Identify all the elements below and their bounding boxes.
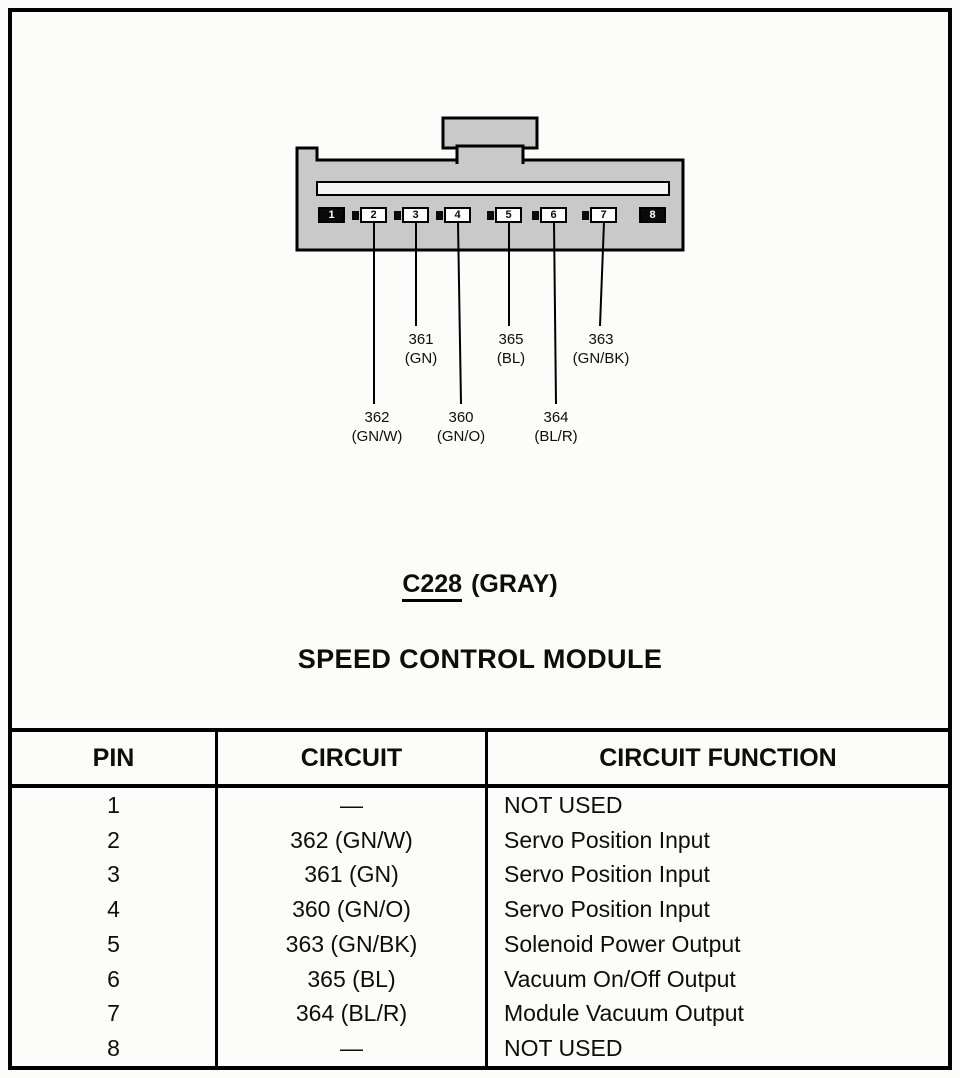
connector-slot — [316, 181, 670, 196]
connector-pin-5: 5 — [487, 207, 522, 223]
connector-pin-1: 1 — [318, 207, 345, 223]
page-border — [8, 8, 952, 1070]
pin-number: 6 — [550, 208, 557, 221]
circuit-color-code: (GN) — [404, 350, 438, 367]
circuit-number: 360 — [448, 409, 474, 426]
table-cell-function: Servo Position Input — [485, 892, 948, 927]
wire-label-circuit-364: 364 (BL/R) — [501, 408, 611, 446]
table-header-row: PIN CIRCUIT CIRCUIT FUNCTION — [12, 732, 948, 788]
table-cell-circuit: 360 (GN/O) — [215, 892, 485, 927]
wire-label-circuit-365: 365 (BL) — [456, 330, 566, 368]
table-cell-function: NOT USED — [485, 1031, 948, 1066]
table-cell-pin: 4 — [107, 896, 120, 923]
wire-label-circuit-361: 361 (GN) — [366, 330, 476, 368]
circuit-number: 363 — [588, 331, 614, 348]
circuit-number: 364 — [543, 409, 569, 426]
circuit-color-code: (GN/O) — [436, 428, 486, 445]
table-cell-function: Servo Position Input — [485, 857, 948, 893]
wire-label-circuit-362: 362 (GN/W) — [322, 408, 432, 446]
connector-pin-4: 4 — [436, 207, 471, 223]
pin-number: 5 — [505, 208, 512, 221]
module-title: SPEED CONTROL MODULE — [297, 644, 663, 674]
table-cell-function: NOT USED — [485, 788, 948, 823]
table-cell-pin: 3 — [107, 861, 120, 888]
table-cell-circuit: — — [215, 1031, 485, 1066]
connector-drawing — [295, 116, 685, 405]
connector-label: C228 (GRAY) — [0, 570, 960, 602]
connector-pin-3: 3 — [394, 207, 429, 223]
table-cell-pin: 5 — [107, 930, 120, 957]
table-cell-circuit: 362 (GN/W) — [215, 822, 485, 858]
table-cell-pin: 7 — [107, 1000, 120, 1027]
pin-notch-icon — [352, 211, 359, 220]
circuit-number: 365 — [498, 331, 524, 348]
pin-number: 2 — [370, 208, 377, 221]
pin-number: 1 — [328, 208, 335, 221]
wire-label-circuit-363: 363 (GN/BK) — [546, 330, 656, 368]
pin-notch-icon — [436, 211, 443, 220]
connector-body — [295, 146, 685, 252]
table-cell-pin: 6 — [107, 965, 120, 992]
pin-number: 7 — [600, 208, 607, 221]
table-cell-pin: 2 — [107, 826, 120, 853]
pin-notch-icon — [582, 211, 589, 220]
wire-label-circuit-360: 360 (GN/O) — [406, 408, 516, 446]
table-cell-function: Vacuum On/Off Output — [485, 961, 948, 997]
circuit-number: 361 — [408, 331, 434, 348]
leader-line-pin4 — [457, 221, 462, 405]
connector-pin-7: 7 — [582, 207, 617, 223]
table-cell-pin: 1 — [107, 791, 120, 818]
column-header-pin: PIN — [92, 743, 135, 772]
table-body: 1 — NOT USED 2 362 (GN/W) Servo Position… — [12, 788, 948, 1066]
column-header-circuit: CIRCUIT — [215, 732, 485, 784]
pin-notch-icon — [487, 211, 494, 220]
table-cell-circuit: 364 (BL/R) — [215, 996, 485, 1032]
leader-line-pin7 — [599, 221, 605, 327]
pin-notch-icon — [394, 211, 401, 220]
table-cell-circuit: 363 (GN/BK) — [215, 927, 485, 962]
column-header-circuit-function: CIRCUIT FUNCTION — [485, 732, 948, 784]
table-cell-pin: 8 — [107, 1035, 120, 1062]
pin-number: 4 — [454, 208, 461, 221]
circuit-color-code: (BL) — [496, 350, 526, 367]
connector-neck — [455, 144, 525, 164]
table-cell-function: Module Vacuum Output — [485, 996, 948, 1032]
pinout-table: PIN CIRCUIT CIRCUIT FUNCTION 1 — NOT USE… — [12, 728, 948, 1066]
table-cell-function: Servo Position Input — [485, 822, 948, 858]
pin-number: 8 — [649, 208, 656, 221]
circuit-number: 362 — [364, 409, 390, 426]
connector-pin-8: 8 — [639, 207, 666, 223]
table-cell-circuit: — — [215, 788, 485, 823]
leader-line-pin6 — [553, 221, 557, 405]
table-cell-circuit: 365 (BL) — [215, 961, 485, 997]
connector-pin-2: 2 — [352, 207, 387, 223]
circuit-color-code: (GN/BK) — [572, 350, 630, 367]
connector-color-name: (GRAY) — [471, 570, 558, 598]
table-cell-function: Solenoid Power Output — [485, 927, 948, 962]
connector-code: C228 — [402, 570, 463, 602]
circuit-color-code: (BL/R) — [534, 428, 578, 445]
circuit-color-code: (GN/W) — [351, 428, 403, 445]
table-cell-circuit: 361 (GN) — [215, 857, 485, 893]
pin-number: 3 — [412, 208, 419, 221]
pin-notch-icon — [532, 211, 539, 220]
connector-pin-6: 6 — [532, 207, 567, 223]
